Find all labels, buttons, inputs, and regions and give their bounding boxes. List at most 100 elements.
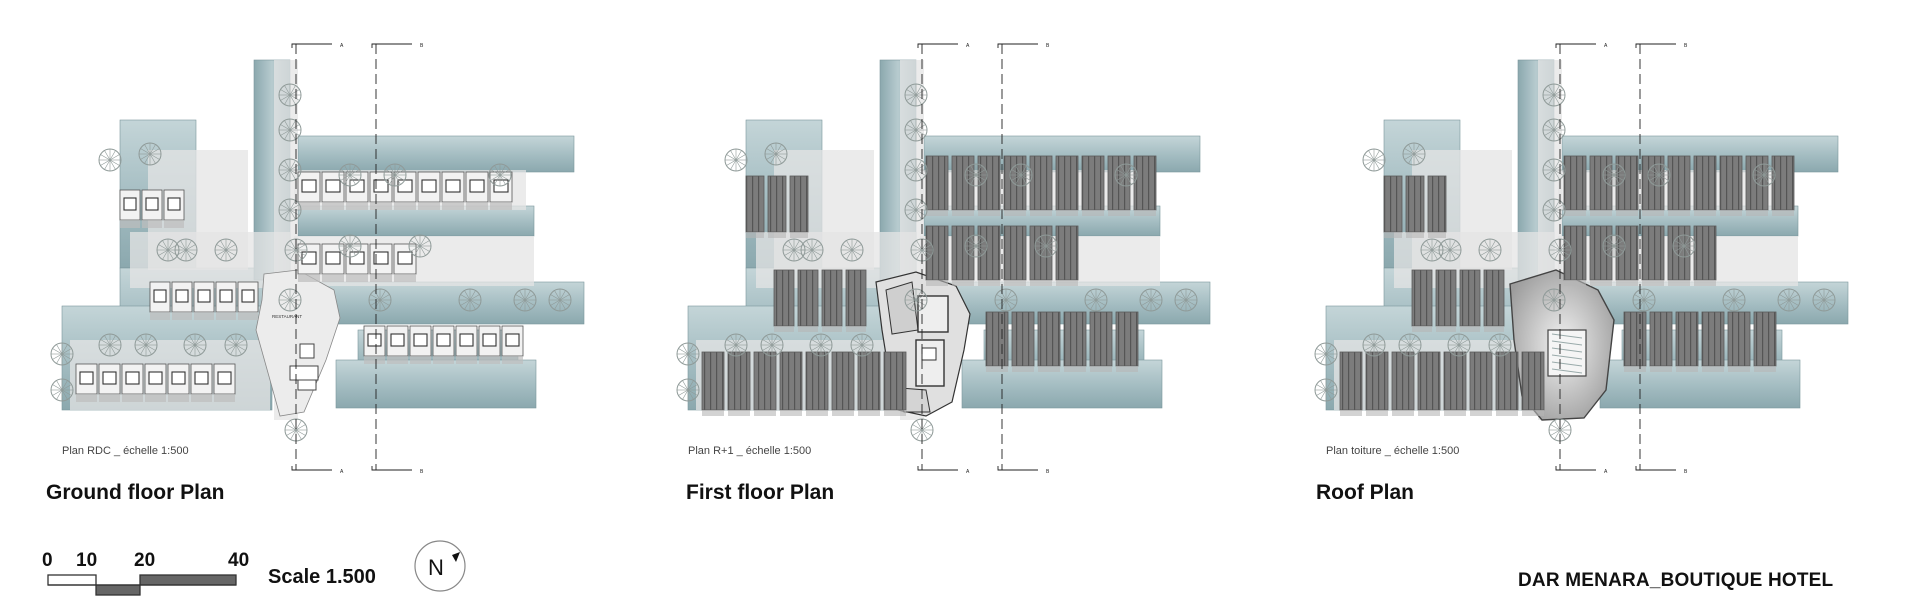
villa-roof [1483, 269, 1505, 332]
tree-branch [1548, 129, 1555, 140]
tree-branch [1559, 429, 1570, 436]
tree-branch [1373, 159, 1380, 170]
tree-branch [340, 174, 351, 181]
tree-branch [1544, 124, 1555, 131]
roof-shadow [1366, 410, 1388, 416]
tree-branch [149, 153, 156, 164]
tree-branch [109, 344, 120, 351]
tree-branch [678, 353, 689, 360]
tree-icon [850, 333, 874, 357]
tree-branch [1683, 245, 1694, 252]
tree-branch [289, 129, 296, 140]
plan-caption: Plan RDC _ échelle 1:500 [62, 445, 189, 457]
tree-branch [1613, 169, 1624, 176]
tree-branch [109, 159, 116, 170]
tree-icon [1542, 83, 1566, 107]
tree-branch [289, 94, 296, 105]
scale-bar [47, 574, 237, 596]
tree-branch [499, 174, 506, 185]
tree-branch [811, 339, 822, 346]
tree-branch [1095, 299, 1106, 306]
roof-tiles [1469, 351, 1493, 411]
tree-icon [383, 163, 407, 187]
tree-branch [559, 299, 566, 310]
villa-shadow [490, 202, 512, 210]
lobby-room [299, 343, 315, 359]
tree-icon [1362, 333, 1386, 357]
tree-branch [340, 240, 351, 247]
tree-branch [61, 380, 68, 391]
tree-branch [1763, 174, 1774, 181]
villa-roof [1339, 351, 1363, 416]
tree-branch [419, 240, 430, 247]
tree-branch [1484, 249, 1491, 260]
villa-unit [171, 281, 193, 320]
tree-branch [1658, 169, 1669, 176]
roof-shadow [1384, 232, 1402, 238]
villa-room [390, 333, 405, 347]
villa-roof [1081, 155, 1105, 216]
section-marker: B [420, 469, 424, 475]
tree-branch [1559, 424, 1570, 431]
roof-tiles [925, 155, 949, 211]
tree-branch [735, 159, 746, 166]
tree-branch [284, 200, 291, 211]
tree-branch [374, 290, 381, 301]
villa-shadow [387, 356, 408, 364]
roof-shadow [798, 326, 818, 332]
roof-tiles [1391, 351, 1415, 411]
tree-branch [389, 165, 396, 176]
tree-branch [1783, 299, 1790, 310]
villa-room [413, 333, 428, 347]
tree-branch [735, 344, 746, 351]
tree-branch [494, 174, 501, 185]
tree-branch [379, 299, 386, 310]
tree-branch [1040, 236, 1047, 247]
tree-branch [349, 174, 360, 181]
tree-icon [278, 198, 302, 222]
tree-branch [1449, 344, 1460, 351]
scale-label: Scale 1.500 [268, 566, 376, 588]
tree-branch [1548, 209, 1555, 220]
lobby-room [915, 339, 945, 387]
tree-branch [289, 299, 296, 310]
villa-shadow [394, 274, 416, 282]
tree-branch [1553, 294, 1564, 301]
tree-branch [104, 335, 111, 346]
tree-branch [295, 249, 302, 260]
villa-unit [432, 325, 455, 364]
roof-tiles [1339, 351, 1363, 411]
tree-branch [490, 174, 501, 181]
roof-shadow [846, 326, 866, 332]
tree-branch [1020, 174, 1031, 181]
villa-roof [1641, 155, 1665, 216]
tree-branch [1316, 348, 1327, 355]
tree-branch [145, 339, 156, 346]
tree-branch [158, 249, 169, 256]
tree-icon [800, 238, 824, 262]
roof-shadow [1418, 410, 1440, 416]
villa-room [325, 179, 341, 193]
villa-room [373, 179, 389, 193]
tree-branch [1674, 245, 1685, 252]
roof-tiles [1365, 351, 1389, 411]
tree-branch [915, 89, 926, 96]
tree-branch [811, 249, 818, 260]
roof-tiles [1029, 225, 1053, 281]
tree-branch [1604, 169, 1615, 176]
tree-icon [513, 288, 537, 312]
roof-tiles [1435, 269, 1457, 327]
tree-branch [1733, 290, 1740, 301]
villa-shadow [479, 356, 500, 364]
tree-branch [550, 294, 561, 301]
villa-room [301, 179, 317, 193]
tree-branch [289, 209, 300, 216]
tree-branch [784, 244, 795, 251]
villa-roof [925, 155, 949, 216]
tree-branch [289, 204, 300, 211]
tree-branch [1823, 299, 1830, 310]
tree-branch [524, 299, 531, 310]
tree-branch [1678, 245, 1685, 256]
tree-icon [98, 333, 122, 357]
